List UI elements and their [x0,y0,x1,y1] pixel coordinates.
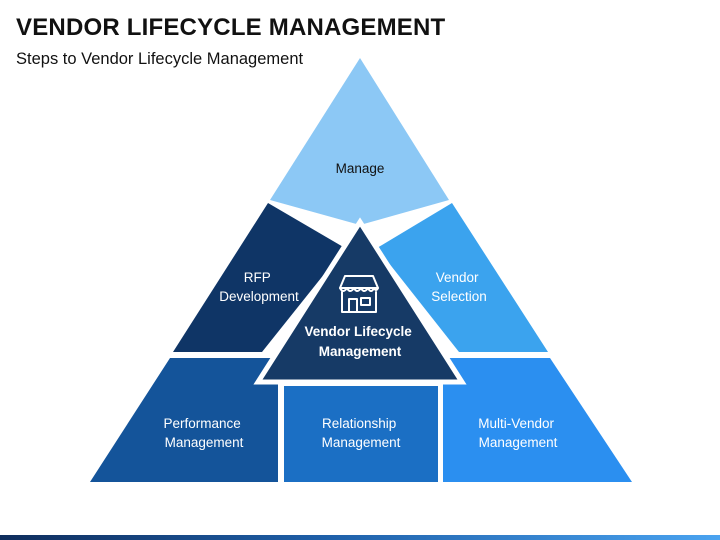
segment-relationship-management-label: Relationship Management [322,416,401,450]
segment-vendor-selection [377,203,548,352]
center-label: Vendor Lifecycle Management [304,324,415,359]
page-title: VENDOR LIFECYCLE MANAGEMENT [16,14,446,41]
segment-rfp-development-label: RFP Development [219,270,299,304]
segment-manage-label: Manage [336,161,385,176]
segment-manage [270,58,449,225]
segment-multi-vendor-management-label: Multi-Vendor Management [478,416,558,450]
segment-performance-management [90,358,278,482]
segment-relationship-management [284,386,438,482]
segment-multi-vendor-management [443,358,632,482]
segment-performance-management-label: Performance Management [163,416,244,450]
segment-rfp-development [173,203,345,352]
segment-vendor-selection-label: Vendor Selection [431,270,487,304]
page-subtitle: Steps to Vendor Lifecycle Management [16,50,304,68]
footer-accent-bar [0,535,720,540]
store-icon [339,275,379,313]
